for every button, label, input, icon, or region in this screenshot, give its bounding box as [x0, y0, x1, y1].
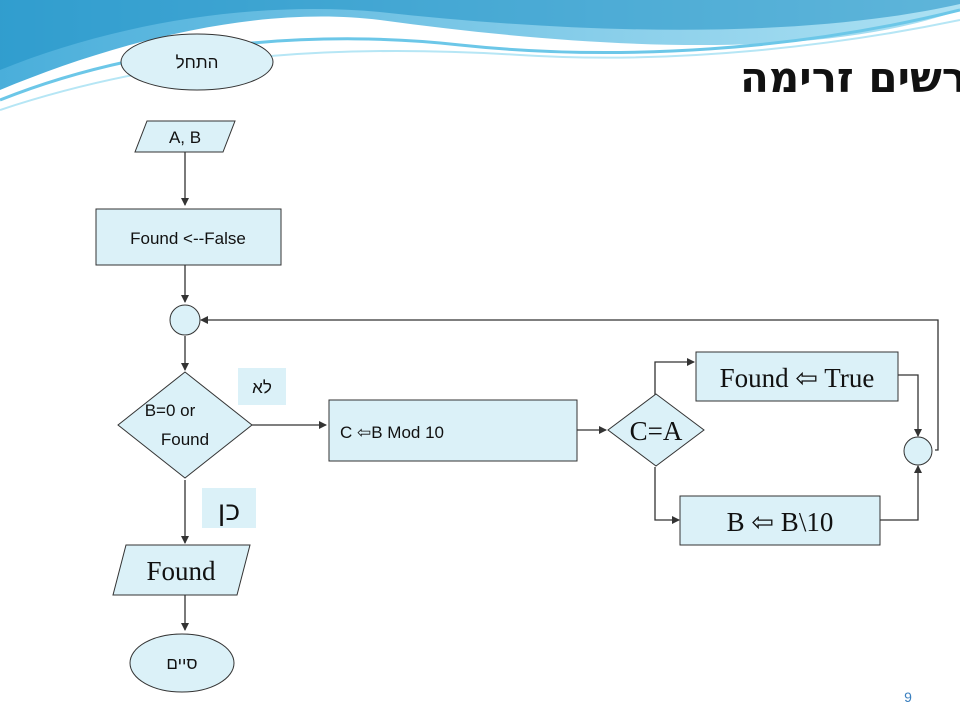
- arrow-loop-back: [200, 316, 939, 451]
- divide-b-label: B ⇦ B\10: [727, 507, 834, 537]
- condition-label-line1: B=0 or: [145, 401, 196, 420]
- arrow-divide-to-merge: [880, 465, 922, 521]
- condition-diamond: B=0 or Found: [117, 371, 253, 479]
- end-label: סיים: [166, 654, 197, 673]
- input-parallelogram: A, B: [134, 120, 236, 153]
- yes-branch-label: כן: [202, 488, 256, 528]
- compare-label: C=A: [630, 416, 683, 446]
- output-label: Found: [146, 556, 216, 586]
- start-terminator: התחל: [120, 33, 274, 91]
- slide-title: תרשים זרימה: [740, 53, 960, 102]
- no-label: לא: [252, 378, 272, 397]
- divide-b-box: B ⇦ B\10: [679, 495, 881, 546]
- init-label: Found <--False: [130, 229, 246, 248]
- set-found-label: Found ⇦ True: [720, 363, 875, 393]
- page-number: 9: [904, 689, 912, 705]
- init-process-box: Found <--False: [95, 208, 282, 266]
- merge-connector: [903, 436, 933, 466]
- end-terminator: סיים: [129, 633, 235, 693]
- assign-c-label: C ⇦B Mod 10: [340, 423, 444, 442]
- connectors: [181, 152, 939, 631]
- assign-c-box: C ⇦B Mod 10: [328, 399, 578, 462]
- set-found-box: Found ⇦ True: [695, 351, 899, 402]
- arrow-compare-true: [654, 358, 695, 395]
- output-parallelogram: Found: [112, 544, 251, 596]
- start-label: התחל: [176, 53, 219, 72]
- arrow-true-to-merge: [898, 374, 922, 437]
- loop-join-connector: [169, 304, 201, 336]
- condition-label-line2: Found: [161, 430, 209, 449]
- compare-diamond: C=A: [607, 393, 705, 467]
- no-branch-label: לא: [238, 368, 286, 405]
- yes-label: כן: [218, 494, 240, 527]
- input-label: A, B: [169, 128, 201, 147]
- arrow-compare-false: [654, 467, 680, 524]
